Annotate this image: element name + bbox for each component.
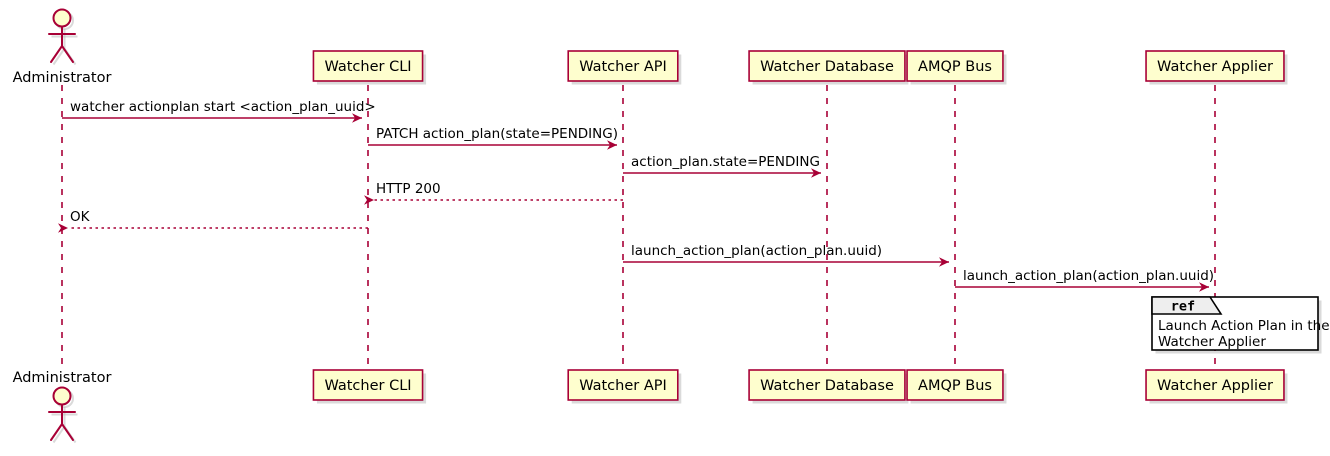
message-label: launch_action_plan(action_plan.uuid) — [963, 268, 1214, 284]
actor-label: Administrator — [13, 370, 112, 386]
message-6[interactable]: launch_action_plan(action_plan.uuid) — [623, 243, 949, 267]
message-label: OK — [70, 209, 91, 225]
participant-label: Watcher API — [579, 59, 667, 75]
ref-body-line: Launch Action Plan in the — [1158, 318, 1330, 334]
participant-box-watcher-api[interactable]: Watcher API — [567, 369, 679, 401]
participant-box-watcher-applier[interactable]: Watcher Applier — [1145, 50, 1285, 82]
participant-label: Watcher Applier — [1157, 378, 1273, 394]
participant-label: Watcher Database — [760, 378, 894, 394]
ref-body-line: Watcher Applier — [1158, 334, 1266, 350]
participant-box-watcher-cli[interactable]: Watcher CLI — [312, 50, 424, 82]
participant-box-amqp-bus[interactable]: AMQP Bus — [906, 369, 1004, 401]
lifeline-layer — [61, 85, 1216, 368]
message-5[interactable]: OK — [58, 209, 368, 233]
participant-box-watcher-database[interactable]: Watcher Database — [748, 50, 906, 82]
message-label: watcher actionplan start <action_plan_uu… — [70, 99, 376, 115]
message-layer: watcher actionplan start <action_plan_uu… — [58, 99, 1214, 292]
participant-label: AMQP Bus — [918, 59, 992, 75]
ref-tab-label: ref — [1171, 299, 1195, 315]
message-1[interactable]: watcher actionplan start <action_plan_uu… — [62, 99, 376, 123]
message-7[interactable]: launch_action_plan(action_plan.uuid) — [955, 268, 1214, 292]
actor-administrator[interactable]: Administrator — [13, 370, 112, 444]
shadow-layer — [316, 54, 1322, 404]
participant-label: Watcher API — [579, 378, 667, 394]
actor-label: Administrator — [13, 70, 112, 86]
participant-box-watcher-database[interactable]: Watcher Database — [748, 369, 906, 401]
participant-box-watcher-api[interactable]: Watcher API — [567, 50, 679, 82]
message-label: HTTP 200 — [376, 181, 441, 197]
message-label: action_plan.state=PENDING — [631, 154, 820, 170]
participant-label: AMQP Bus — [918, 378, 992, 394]
participant-label: Watcher Database — [760, 59, 894, 75]
actor-administrator[interactable]: Administrator — [13, 8, 112, 87]
participant-label: Watcher Applier — [1157, 59, 1273, 75]
message-3[interactable]: action_plan.state=PENDING — [623, 154, 821, 178]
participant-box-watcher-applier[interactable]: Watcher Applier — [1145, 369, 1285, 401]
participant-box-amqp-bus[interactable]: AMQP Bus — [906, 50, 1004, 82]
participant-label: Watcher CLI — [324, 378, 411, 394]
participant-label: Watcher CLI — [324, 59, 411, 75]
message-4[interactable]: HTTP 200 — [364, 181, 623, 205]
message-label: launch_action_plan(action_plan.uuid) — [631, 243, 882, 259]
message-label: PATCH action_plan(state=PENDING) — [376, 126, 618, 142]
participant-box-watcher-cli[interactable]: Watcher CLI — [312, 369, 424, 401]
message-2[interactable]: PATCH action_plan(state=PENDING) — [368, 126, 618, 150]
